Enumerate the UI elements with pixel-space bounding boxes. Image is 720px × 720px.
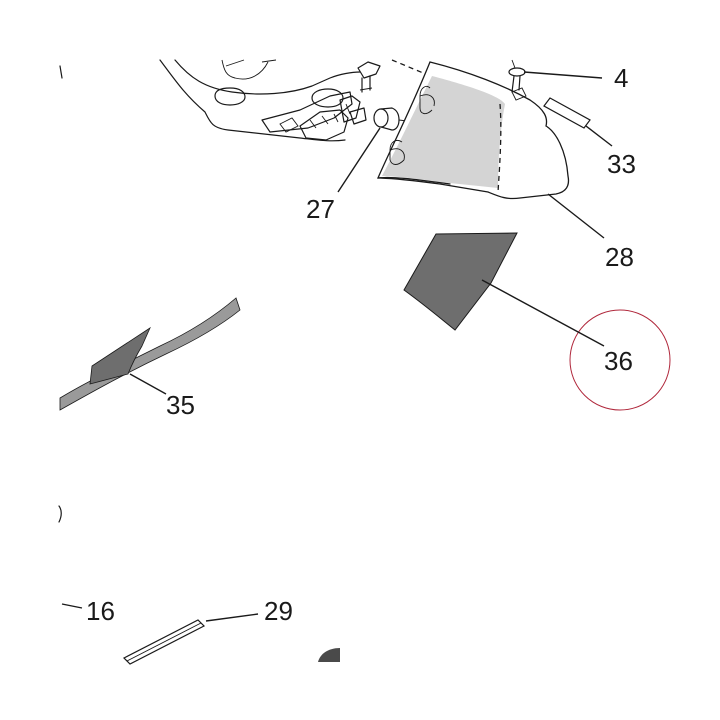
callout-16: 16 xyxy=(86,596,115,626)
cropped-edge-mark-top xyxy=(59,65,63,79)
leader-27 xyxy=(337,127,381,193)
leader-16 xyxy=(61,603,83,609)
callout-29: 29 xyxy=(264,596,293,626)
pin-part-33 xyxy=(543,97,591,129)
fairing-bracket-assembly xyxy=(159,59,367,142)
rod-part-29 xyxy=(122,619,206,665)
pad-part-36 xyxy=(403,232,518,331)
leader-33 xyxy=(585,125,613,147)
callout-33: 33 xyxy=(607,149,636,179)
clip-fastener-part-4 xyxy=(508,59,526,93)
cropped-edge-mark-mid xyxy=(58,505,62,523)
side-panel-part-28 xyxy=(377,61,570,200)
callout-36: 36 xyxy=(604,346,633,376)
leader-29 xyxy=(205,613,259,622)
callout-27: 27 xyxy=(306,194,335,224)
highlight-circle-36 xyxy=(569,309,671,411)
callout-28: 28 xyxy=(605,242,634,272)
leader-4 xyxy=(523,71,603,79)
leader-28 xyxy=(547,193,605,239)
clip-fastener-left xyxy=(357,61,381,93)
cropped-part-bottom xyxy=(318,648,340,662)
callout-4: 4 xyxy=(614,63,628,93)
trim-strip-part-35 xyxy=(59,297,241,411)
leader-36 xyxy=(481,279,605,347)
leader-35 xyxy=(129,373,167,395)
callout-35: 35 xyxy=(166,390,195,420)
